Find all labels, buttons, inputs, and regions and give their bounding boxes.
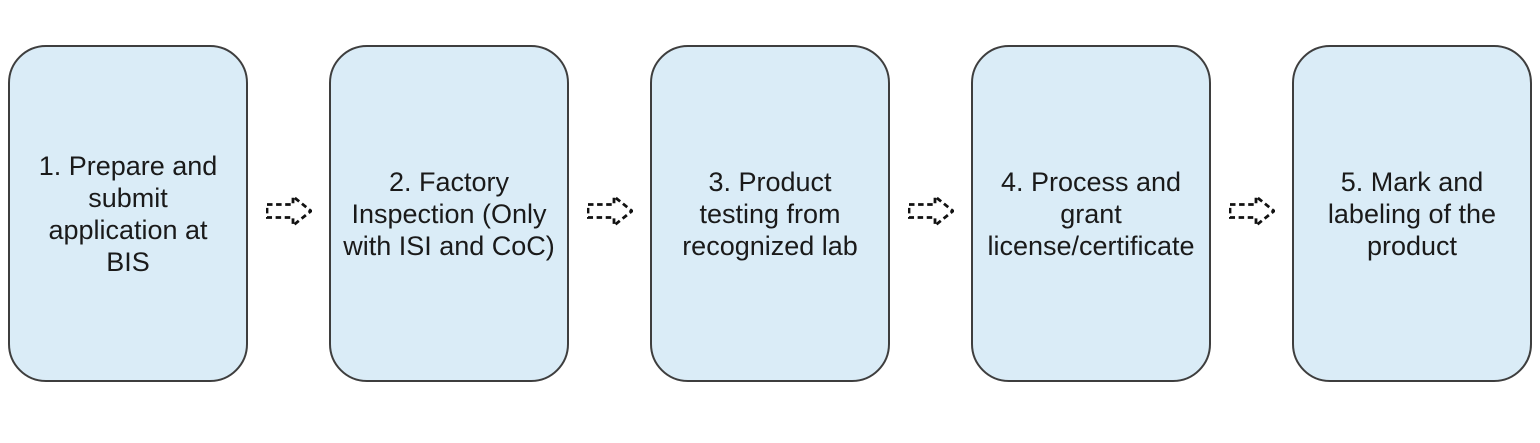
dashed-arrow-right-icon [265,194,312,227]
step-label-1: 1. Prepare and submit application at BIS [38,150,218,277]
dashed-arrow-right-icon [1228,194,1275,227]
dashed-arrow-right-icon [586,194,633,227]
step-label-4: 4. Process and grant license/certificate [987,166,1195,261]
step-box-5: 5. Mark and labeling of the product [1292,45,1532,382]
dashed-arrow-right-icon [907,194,954,227]
step-box-1: 1. Prepare and submit application at BIS [8,45,248,382]
step-box-4: 4. Process and grant license/certificate [971,45,1211,382]
step-label-5: 5. Mark and labeling of the product [1327,166,1497,261]
step-box-3: 3. Product testing from recognized lab [650,45,890,382]
process-flow: 1. Prepare and submit application at BIS… [8,45,1532,382]
step-box-2: 2. Factory Inspection (Only with ISI and… [329,45,569,382]
step-label-2: 2. Factory Inspection (Only with ISI and… [343,166,555,261]
step-label-3: 3. Product testing from recognized lab [682,166,858,261]
